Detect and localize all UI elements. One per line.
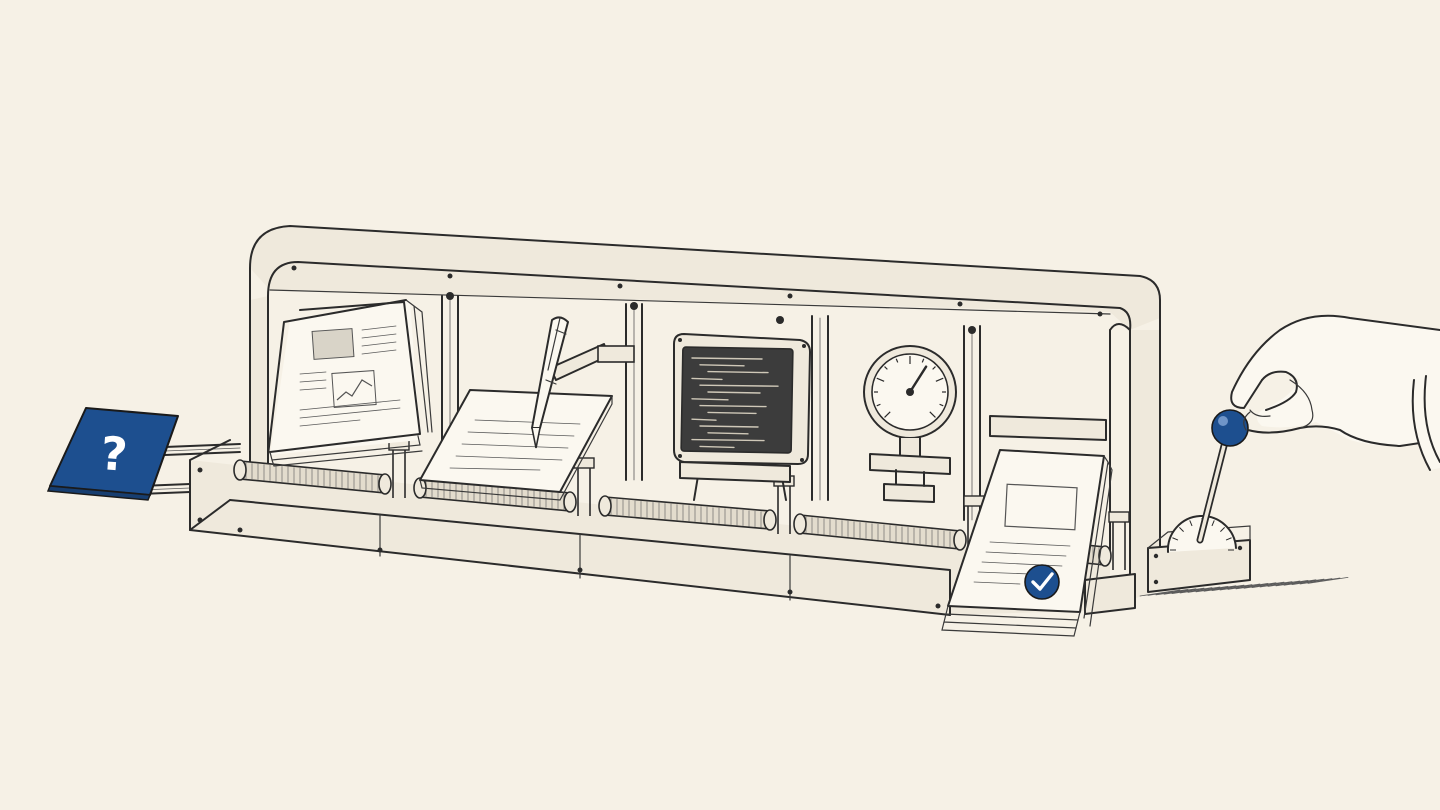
roller [233, 439, 410, 498]
hand-icon [1230, 314, 1440, 471]
document-checkmark-icon [941, 449, 1113, 637]
lever-assembly [1139, 409, 1349, 597]
machine-frame [249, 225, 1161, 601]
pen-station [419, 316, 635, 501]
measure-station [863, 345, 957, 503]
roller [598, 475, 795, 534]
output-station [941, 415, 1113, 637]
checkmark-icon [1024, 564, 1060, 600]
roller [413, 457, 595, 516]
pen-icon [531, 316, 569, 449]
lever-knob-icon[interactable] [1211, 409, 1249, 447]
code-screen-icon [673, 333, 811, 501]
document-stack-icon [267, 299, 433, 467]
pressure-gauge-icon [863, 345, 957, 439]
input-card: ? [46, 407, 179, 501]
question-mark-icon: ? [99, 426, 129, 482]
